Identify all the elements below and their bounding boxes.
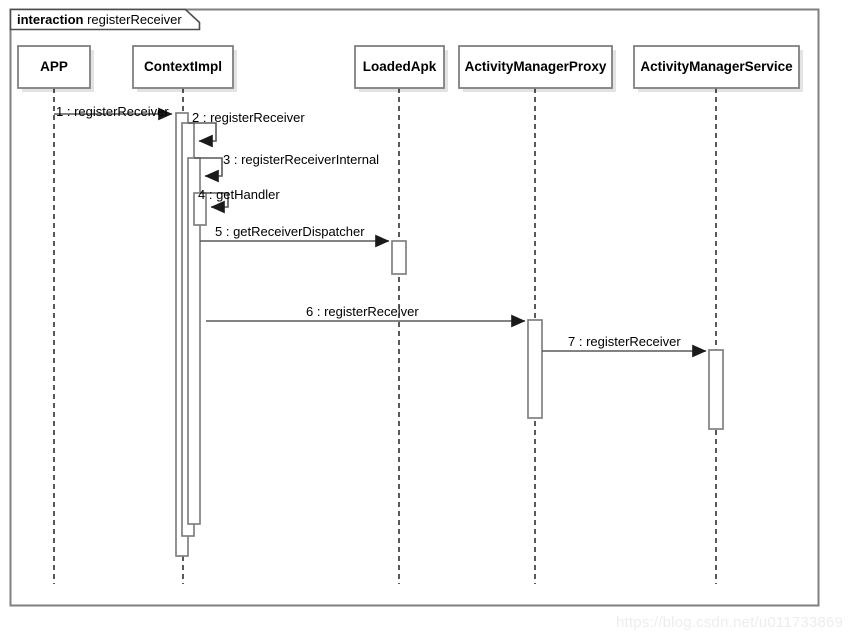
lifeline-box-activitymanagerproxy[interactable] — [458, 45, 613, 89]
lifeline-label-activitymanagerservice: ActivityManagerService — [640, 59, 793, 74]
lifeline-label-app: APP — [40, 59, 68, 74]
lifeline-label-contextimpl: ContextImpl — [143, 59, 222, 74]
message-label-7: 7 : registerReceiver — [568, 334, 681, 349]
lifeline-label-activitymanagerproxy: ActivityManagerProxy — [464, 59, 607, 74]
activation-activitymanagerservice-1[interactable] — [708, 349, 724, 430]
message-6[interactable] — [206, 314, 543, 419]
message-label-4: 4 : getHandler — [198, 187, 280, 202]
lifeline-heads — [17, 45, 800, 89]
activation-loadedapk-1[interactable] — [391, 240, 407, 275]
message-7[interactable] — [542, 344, 724, 430]
lifeline-label-loadedapk: LoadedApk — [362, 59, 437, 74]
lifeline-box-activitymanagerservice[interactable] — [633, 45, 800, 89]
lifeline-box-contextimpl[interactable] — [132, 45, 234, 89]
message-label-3: 3 : registerReceiverInternal — [223, 152, 380, 167]
message-2[interactable] — [188, 122, 217, 148]
lifeline-box-loadedapk[interactable] — [354, 45, 445, 89]
watermark-text: https://blog.csdn.net/u011733869 — [616, 614, 844, 631]
message-2-line — [188, 122, 217, 148]
frame-tab — [9, 8, 201, 31]
message-4[interactable] — [200, 192, 229, 214]
message-4-line — [200, 192, 229, 214]
message-5[interactable] — [200, 234, 407, 275]
frame-keyword: interaction — [17, 12, 84, 27]
message-3-line — [194, 157, 223, 183]
lifeline-box-app[interactable] — [17, 45, 91, 89]
activation-bars-contextimpl — [175, 112, 207, 557]
frame-name: registerReceiver — [87, 12, 182, 27]
message-label-1: 1 : registerReceiver — [56, 104, 169, 119]
message-label-2: 2 : registerReceiver — [192, 110, 305, 125]
frame-label: interaction registerReceiver — [17, 13, 182, 26]
message-label-6: 6 : registerReceiver — [306, 304, 419, 319]
message-label-5: 5 : getReceiverDispatcher — [215, 224, 365, 239]
interaction-frame — [9, 8, 820, 607]
activation-activitymanagerproxy-1[interactable] — [527, 319, 543, 419]
message-3[interactable] — [194, 157, 223, 183]
